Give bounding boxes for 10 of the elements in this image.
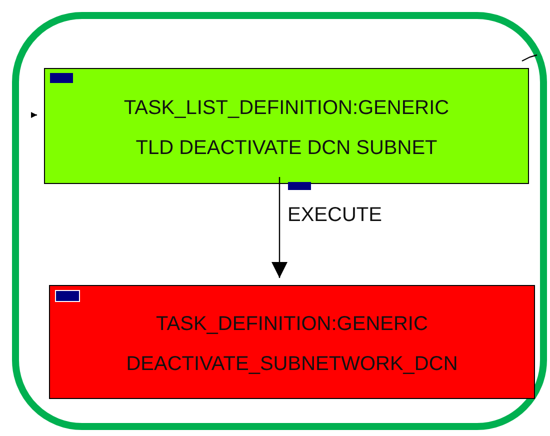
arrow [272, 177, 288, 278]
process-box [44, 68, 529, 184]
arrow [31, 112, 37, 118]
node-title: TLD DEACTIVATE DCN SUBNET [134, 137, 438, 160]
node-type-label: TASK_DEFINITION:GENERIC [155, 313, 429, 336]
node-title: DEACTIVATE_SUBNETWORK_DCN [125, 353, 459, 376]
node-type-label: TASK_LIST_DEFINITION:GENERIC [122, 97, 450, 120]
arrow [522, 54, 538, 62]
group-frame [12, 12, 547, 430]
process-box [49, 285, 535, 399]
